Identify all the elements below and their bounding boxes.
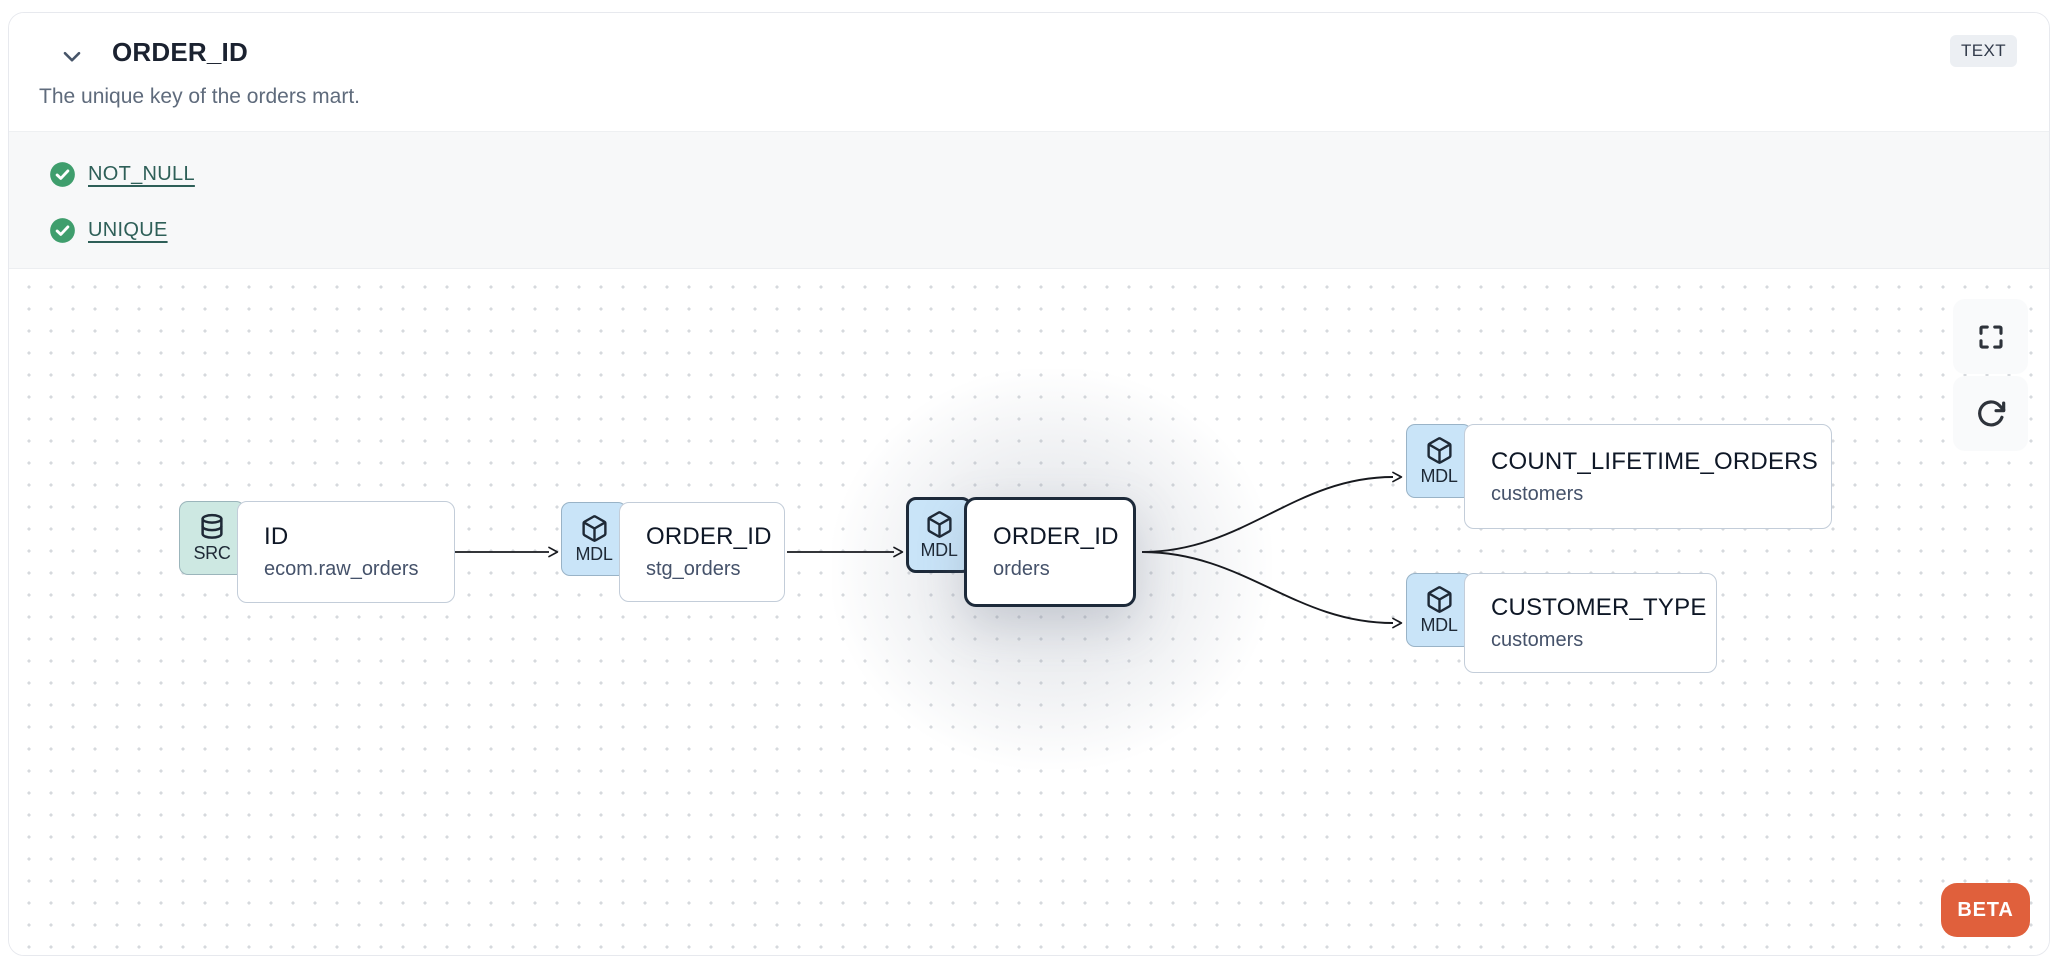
node-card: ORDER_ID orders: [964, 497, 1136, 607]
node-kind-label: MDL: [920, 539, 958, 560]
node-title: COUNT_LIFETIME_ORDERS: [1491, 447, 1818, 475]
test-link-not-null[interactable]: NOT_NULL: [88, 162, 195, 185]
fullscreen-icon: [1978, 324, 2003, 349]
beta-badge: BETA: [1941, 883, 2030, 937]
node-title: CUSTOMER_TYPE: [1491, 594, 1707, 621]
check-circle-icon: [50, 161, 75, 187]
chevron-down-icon: [63, 51, 81, 62]
node-card: CUSTOMER_TYPE customers: [1464, 573, 1717, 673]
fullscreen-button[interactable]: [1953, 299, 2028, 374]
node-kind-badge: MDL: [1406, 424, 1472, 498]
lineage-canvas[interactable]: SRC ID ecom.raw_orders MDL ORDER_ID stg_…: [9, 269, 2049, 955]
node-kind-label: MDL: [1420, 614, 1458, 635]
node-kind-badge: MDL: [561, 502, 627, 576]
node-card: ORDER_ID stg_orders: [619, 502, 785, 602]
edge-orders-to-count-lifetime-orders: [1141, 471, 1403, 553]
cube-icon: [581, 514, 607, 542]
node-subtitle: customers: [1491, 482, 1584, 505]
node-kind-badge: SRC: [179, 501, 245, 575]
node-title: ORDER_ID: [646, 523, 772, 550]
column-details-card: ORDER_ID TEXT The unique key of the orde…: [8, 12, 2050, 956]
test-row: UNIQUE: [49, 208, 2049, 252]
node-card: ID ecom.raw_orders: [237, 501, 455, 603]
node-subtitle: orders: [993, 558, 1050, 580]
node-kind-label: MDL: [575, 543, 613, 564]
test-link-unique[interactable]: UNIQUE: [88, 218, 168, 241]
node-kind-badge: MDL: [1406, 573, 1472, 647]
node-kind-badge: MDL: [906, 497, 972, 573]
node-subtitle: customers: [1491, 629, 1584, 651]
refresh-icon: [1977, 399, 2005, 426]
lineage-edges: [455, 471, 1403, 629]
page-title: ORDER_ID: [112, 37, 248, 67]
node-title: ORDER_ID: [993, 523, 1119, 550]
check-circle-icon: [50, 217, 75, 243]
database-icon: [201, 513, 223, 539]
node-subtitle: ecom.raw_orders: [264, 558, 419, 580]
node-title: ID: [264, 523, 289, 550]
cube-icon: [926, 510, 952, 538]
node-card: COUNT_LIFETIME_ORDERS customers: [1464, 424, 1832, 529]
cube-icon: [1426, 436, 1452, 464]
node-kind-label: MDL: [1420, 465, 1458, 486]
refresh-button[interactable]: [1953, 376, 2028, 451]
column-type-badge: TEXT: [1949, 35, 2017, 67]
column-description: The unique key of the orders mart.: [39, 85, 360, 108]
node-subtitle: stg_orders: [646, 558, 741, 580]
node-kind-label: SRC: [193, 543, 231, 563]
test-row: NOT_NULL: [49, 152, 2049, 196]
tests-section: NOT_NULL UNIQUE: [9, 131, 2049, 269]
header: ORDER_ID TEXT The unique key of the orde…: [9, 13, 2049, 131]
edge-orders-to-customer-type: [1141, 551, 1403, 629]
canvas-controls: [1953, 299, 2028, 451]
collapse-chevron-button[interactable]: [55, 43, 89, 73]
cube-icon: [1426, 585, 1452, 613]
